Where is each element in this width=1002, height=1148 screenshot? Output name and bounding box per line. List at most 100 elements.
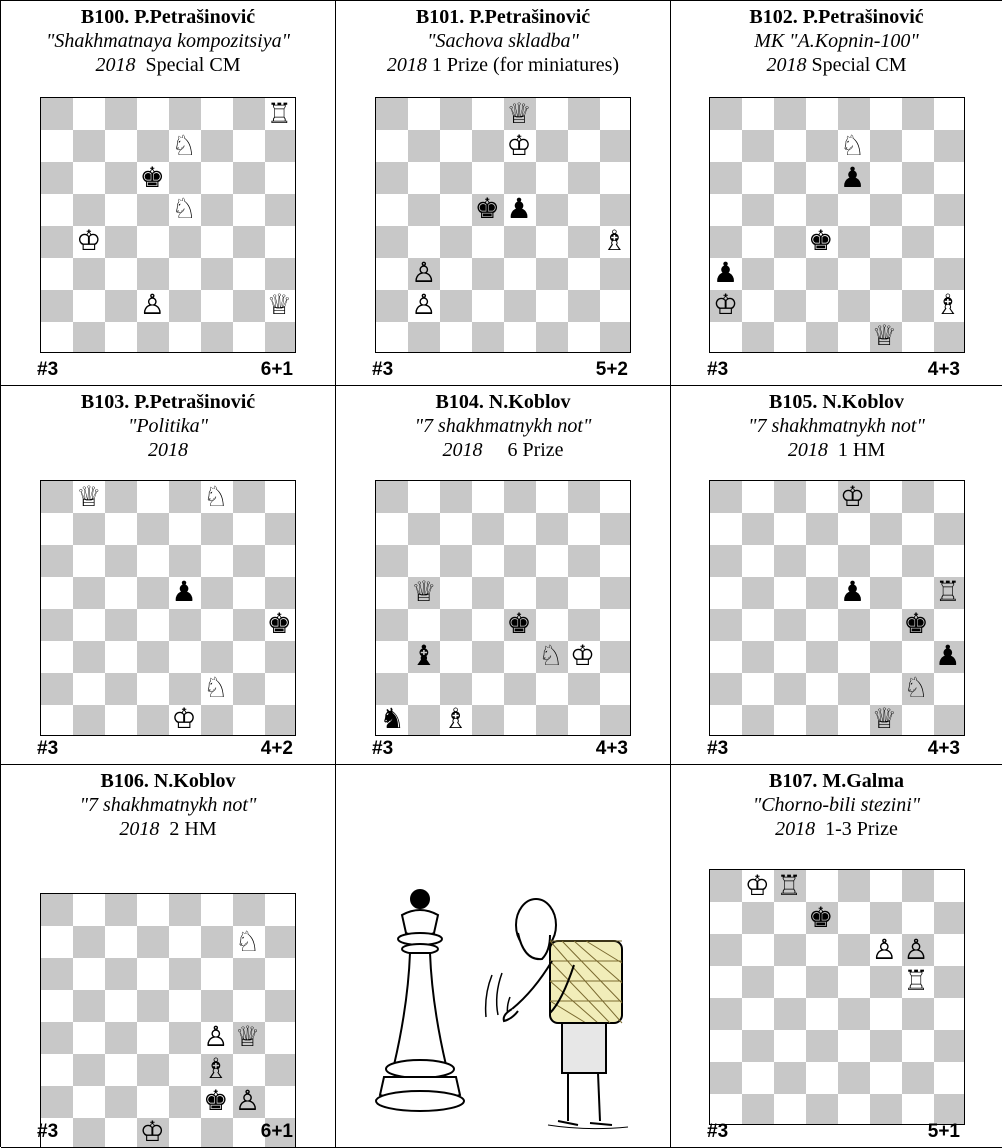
piece-count: 4+3 [928,359,960,381]
black-pawn-icon: ♟ [710,257,742,289]
problem-year: 2018 [788,439,828,461]
white-queen-icon: ♕ [503,98,535,130]
problem-year: 2018 [775,818,815,840]
black-pawn-icon: ♟ [837,162,869,194]
chess-board: ♕♚♝♘♔♞♗ [375,480,631,736]
problem-footer: #3 6+1 [37,359,299,381]
white-bishop-icon: ♗ [932,289,964,321]
black-knight-icon: ♞ [376,703,408,735]
problem-award: Special CM [812,54,907,76]
chess-board: ♕♔♚♟♗♙♙ [375,97,631,353]
problem-card-b104: B104. N.Koblov "7 shakhmatnykh not" 2018… [336,386,671,765]
black-king-icon: ♚ [805,902,837,934]
problem-year-award: 2018 1 HM [671,438,1002,462]
white-knight-icon: ♘ [200,481,232,513]
white-pawn-icon: ♙ [232,1085,264,1117]
white-king-icon: ♔ [73,225,105,257]
white-queen-icon: ♕ [868,703,900,735]
problem-header: B106. N.Koblov "7 shakhmatnykh not" 2018… [1,769,335,841]
stipulation: #3 [37,738,58,760]
problem-year: 2018 [442,439,482,461]
problem-year: 2018 [387,54,427,76]
black-king-icon: ♚ [805,225,837,257]
problem-source: "7 shakhmatnykh not" [336,414,670,438]
black-bishop-icon: ♝ [408,640,440,672]
stipulation: #3 [372,359,393,381]
problem-source: "Politika" [1,414,335,438]
black-pawn-icon: ♟ [503,193,535,225]
problem-number: B101. P.Petrašinović [336,5,670,29]
stipulation: #3 [37,359,58,381]
problem-award: 1-3 Prize [825,818,898,840]
white-pawn-icon: ♙ [408,257,440,289]
problem-year-award: 2018 2 HM [1,817,335,841]
problem-card-b107: B107. M.Galma "Chorno-bili stezini" 2018… [671,765,1002,1148]
black-king-icon: ♚ [200,1085,232,1117]
problem-footer: #3 6+1 [37,1121,299,1143]
queen-piece-drawing [376,890,464,1111]
problem-source: "Shakhmatnaya kompozitsiya" [1,29,335,53]
white-king-icon: ♔ [837,481,869,513]
chess-board: ♔♖♚♙♙♖ [709,869,965,1125]
white-pawn-icon: ♙ [200,1021,232,1053]
problem-footer: #3 4+2 [37,738,299,760]
problem-award: 2 HM [169,818,216,840]
black-king-icon: ♚ [263,608,295,640]
motion-lines [486,973,510,1017]
problem-year-award: 2018 1-3 Prize [671,817,1002,841]
problem-year: 2018 [148,439,188,461]
problem-year-award: 2018 Special CM [1,53,335,77]
problem-header: B105. N.Koblov "7 shakhmatnykh not" 2018… [671,390,1002,462]
white-rook-icon: ♖ [773,870,805,902]
white-rook-icon: ♖ [900,965,932,997]
piece-count: 4+3 [928,738,960,760]
black-pawn-icon: ♟ [168,576,200,608]
problem-number: B100. P.Petrašinović [1,5,335,29]
problem-source: "7 shakhmatnykh not" [1,793,335,817]
white-queen-icon: ♕ [408,576,440,608]
problem-footer: #3 4+3 [707,738,966,760]
white-pawn-icon: ♙ [868,934,900,966]
chess-board: ♘♙♕♗♚♙♔ [40,893,296,1148]
problem-number: B105. N.Koblov [671,390,1002,414]
white-queen-icon: ♕ [263,289,295,321]
white-knight-icon: ♘ [200,672,232,704]
old-man-drawing [504,899,628,1129]
white-knight-icon: ♘ [168,130,200,162]
problem-number: B104. N.Koblov [336,390,670,414]
problem-card-b106: B106. N.Koblov "7 shakhmatnykh not" 2018… [1,765,336,1148]
problem-source: "Sachova skladba" [336,29,670,53]
piece-count: 6+1 [261,359,293,381]
problem-year: 2018 [119,818,159,840]
stipulation: #3 [37,1121,58,1143]
problem-card-b102: B102. P.Petrašinović МК "A.Kopnin-100" 2… [671,1,1002,386]
black-king-icon: ♚ [900,608,932,640]
cartoon-panel [336,765,671,1148]
problem-footer: #3 5+1 [707,1121,966,1143]
white-pawn-icon: ♙ [900,934,932,966]
piece-count: 6+1 [261,1121,293,1143]
white-king-icon: ♔ [567,640,599,672]
problem-year-award: 2018 Special CM [671,53,1002,77]
problem-year: 2018 [96,54,136,76]
black-pawn-icon: ♟ [932,640,964,672]
piece-count: 4+3 [596,738,628,760]
white-king-icon: ♔ [168,703,200,735]
problem-source: "7 shakhmatnykh not" [671,414,1002,438]
white-king-icon: ♔ [503,130,535,162]
problem-year-award: 2018 [1,438,335,462]
problem-header: B107. M.Galma "Chorno-bili stezini" 2018… [671,769,1002,841]
stipulation: #3 [707,359,728,381]
problem-header: B101. P.Petrašinović "Sachova skladba" 2… [336,5,670,77]
problem-header: B104. N.Koblov "7 shakhmatnykh not" 2018… [336,390,670,462]
piece-count: 5+2 [596,359,628,381]
white-knight-icon: ♘ [535,640,567,672]
chess-board: ♔♟♖♚♟♘♕ [709,480,965,736]
problem-header: B103. P.Petrašinović "Politika" 2018 [1,390,335,462]
problem-number: B107. M.Galma [671,769,1002,793]
cartoon-illustration [336,765,670,1148]
problem-footer: #3 4+3 [707,359,966,381]
piece-count: 5+1 [928,1121,960,1143]
white-queen-icon: ♕ [232,1021,264,1053]
problem-number: B102. P.Petrašinović [671,5,1002,29]
